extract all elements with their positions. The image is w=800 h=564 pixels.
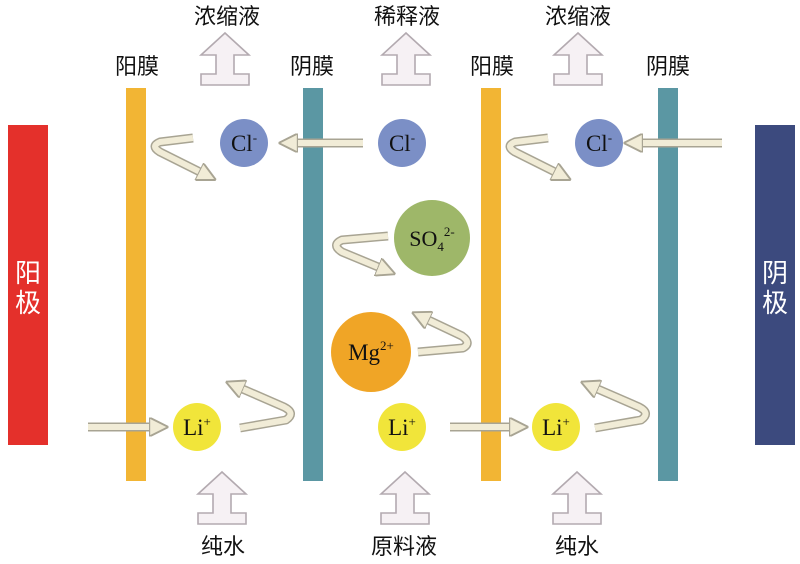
ion-li-3: Li+ <box>532 403 580 451</box>
outflow-label-right: 浓缩液 <box>545 5 611 30</box>
membrane-label-2: 阴膜 <box>290 55 334 80</box>
cathode-electrode <box>755 125 795 445</box>
cation-membrane-1 <box>126 88 146 481</box>
svg-text:Cl-: Cl- <box>586 130 612 156</box>
svg-text:SO42-: SO42- <box>409 224 454 254</box>
rejection-arrows <box>150 133 650 433</box>
inflow-label-left: 纯水 <box>201 535 245 560</box>
outflow-label-left: 浓缩液 <box>194 5 260 30</box>
svg-text:Li+: Li+ <box>542 414 570 440</box>
top-outflow-arrows <box>198 31 605 86</box>
li-rejection-arrow-1 <box>238 387 295 433</box>
svg-text:Li+: Li+ <box>388 414 416 440</box>
ion-cl-2: Cl- <box>378 119 426 167</box>
membrane-label-1: 阳膜 <box>115 55 159 80</box>
ion-cl-3: Cl- <box>575 119 623 167</box>
inflow-arrow-middle <box>378 470 432 525</box>
ion-li-1: Li+ <box>173 403 221 451</box>
inflow-arrow-left <box>195 470 249 525</box>
outflow-arrow-right <box>551 31 605 86</box>
cl-rejection-arrow-2 <box>505 133 559 174</box>
anion-membrane-1 <box>303 88 323 481</box>
mg-rejection-arrow <box>418 318 472 357</box>
cl-rejection-arrow-1 <box>150 133 204 174</box>
so4-rejection-arrow <box>332 231 389 269</box>
outflow-arrow-middle <box>379 31 433 86</box>
bottom-inflow-arrows <box>195 470 604 525</box>
svg-text:Cl-: Cl- <box>231 130 257 156</box>
anode-electrode <box>8 125 48 445</box>
anion-membrane-2 <box>658 88 678 481</box>
inflow-label-right: 纯水 <box>555 535 599 560</box>
svg-text:Cl-: Cl- <box>389 130 415 156</box>
anode-label-char-2: 极 <box>15 289 41 319</box>
cathode-label-char-2: 极 <box>762 289 788 319</box>
membrane-label-3: 阳膜 <box>470 55 514 80</box>
inflow-label-middle: 原料液 <box>371 535 437 560</box>
membrane-label-4: 阴膜 <box>646 55 690 80</box>
inflow-arrow-right <box>550 470 604 525</box>
outflow-label-middle: 稀释液 <box>374 5 440 30</box>
ion-cl-1: Cl- <box>220 119 268 167</box>
outflow-arrow-left <box>198 31 252 86</box>
straight-arrows <box>88 143 722 427</box>
svg-text:Li+: Li+ <box>183 414 211 440</box>
li-rejection-arrow-2 <box>593 387 650 433</box>
cathode-label-char-1: 阴 <box>762 259 788 289</box>
ion-li-2: Li+ <box>378 403 426 451</box>
ion-mg: Mg2+ <box>331 312 411 392</box>
ion-so4: SO42- <box>394 200 470 276</box>
anode-label-char-1: 阳 <box>15 259 41 289</box>
cation-membrane-2 <box>481 88 501 481</box>
svg-text:Mg2+: Mg2+ <box>348 338 394 365</box>
